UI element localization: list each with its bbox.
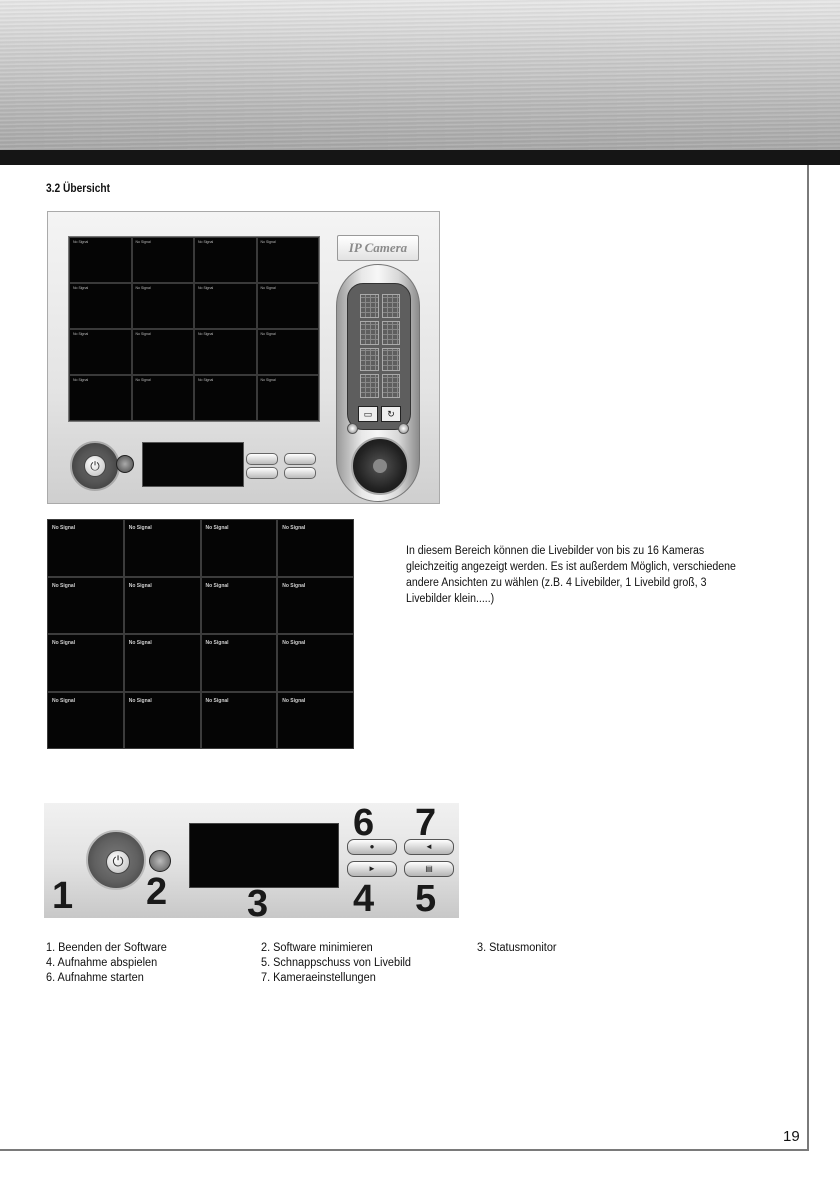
layout-panel: ▭ ↻ [347, 283, 411, 430]
play-button[interactable]: ► [347, 861, 397, 877]
video-cell[interactable]: No Signal [131, 329, 194, 375]
video-cell[interactable]: No Signal [194, 237, 257, 283]
video-cell[interactable]: No Signal [256, 375, 319, 421]
minimize-button[interactable] [116, 455, 134, 473]
layout-option[interactable] [360, 347, 379, 372]
legend-item: 2. Software minimieren [261, 942, 373, 954]
camera-cell[interactable]: No Signal [47, 634, 124, 692]
header-rule [0, 150, 840, 165]
ptz-dpad[interactable] [351, 437, 409, 495]
settings-button[interactable] [284, 453, 316, 465]
status-monitor [142, 442, 244, 487]
video-cell[interactable]: No Signal [69, 329, 132, 375]
header-banner [0, 0, 840, 150]
minimize-button[interactable] [149, 850, 171, 872]
legend-col-3: 3. Statusmonitor [477, 941, 557, 956]
callout-2: 2 [146, 871, 168, 913]
settings-button[interactable]: ◄ [404, 839, 454, 855]
layout-option[interactable] [381, 320, 400, 345]
video-cell[interactable]: No Signal [256, 237, 319, 283]
video-cell[interactable]: No Signal [194, 283, 257, 329]
video-cell[interactable]: No Signal [69, 237, 132, 283]
camera-cell[interactable]: No Signal [200, 519, 278, 577]
legend-col-2: 2. Software minimieren 5. Schnappschuss … [261, 941, 411, 986]
layout-option[interactable] [360, 294, 379, 318]
power-icon: ⏻ [106, 850, 130, 874]
camera-cell[interactable]: No Signal [200, 576, 278, 634]
video-cell[interactable]: No Signal [256, 329, 319, 375]
legend-item: 4. Aufnahme abspielen [46, 957, 158, 969]
video-cell[interactable]: No Signal [194, 375, 257, 421]
record-button[interactable]: ● [347, 839, 397, 855]
layout-option[interactable] [360, 374, 379, 398]
layout-option[interactable] [381, 374, 400, 398]
camera-cell[interactable]: No Signal [123, 634, 201, 692]
snapshot-button[interactable]: ▤ [404, 861, 454, 877]
camera-cell[interactable]: No Signal [47, 576, 124, 634]
video-cell[interactable]: No Signal [131, 237, 194, 283]
settings-icon: ◄ [425, 842, 433, 851]
camera-cell[interactable]: No Signal [277, 634, 354, 692]
app-screenshot: No Signal No Signal No Signal No Signal … [47, 211, 440, 504]
layout-option[interactable] [360, 320, 379, 345]
camera-cell[interactable]: No Signal [123, 576, 201, 634]
play-icon: ► [368, 864, 376, 873]
layout-option[interactable] [381, 294, 400, 318]
video-cell[interactable]: No Signal [69, 375, 132, 421]
refresh-icon[interactable]: ↻ [381, 406, 401, 422]
video-cell[interactable]: No Signal [194, 329, 257, 375]
record-icon: ● [369, 842, 375, 851]
brand-logo: IP Camera [337, 235, 419, 261]
legend-item: 7. Kameraeinstellungen [261, 972, 376, 984]
legend-col-1: 1. Beenden der Software 4. Aufnahme absp… [46, 941, 167, 986]
power-button[interactable]: ⏻ [70, 441, 120, 491]
app-video-grid: No Signal No Signal No Signal No Signal … [68, 236, 320, 422]
snapshot-icon: ▤ [425, 864, 433, 873]
knob-left[interactable] [347, 423, 358, 434]
page-number: 19 [783, 1128, 800, 1145]
video-cell[interactable]: No Signal [131, 283, 194, 329]
video-cell[interactable]: No Signal [131, 375, 194, 421]
callout-4: 4 [353, 878, 375, 918]
camera-cell[interactable]: No Signal [200, 634, 278, 692]
control-panel: ▭ ↻ [336, 264, 420, 502]
record-button[interactable] [246, 453, 278, 465]
layout-option[interactable] [381, 347, 400, 372]
grid-description: In diesem Bereich können die Livebilder … [406, 545, 736, 605]
callout-6: 6 [353, 803, 375, 844]
camera-cell[interactable]: No Signal [47, 519, 124, 577]
callout-3: 3 [247, 883, 269, 918]
callout-7: 7 [415, 803, 437, 844]
camera-cell[interactable]: No Signal [47, 691, 124, 749]
video-cell[interactable]: No Signal [69, 283, 132, 329]
bottom-rule [0, 1149, 809, 1151]
callout-1: 1 [52, 875, 74, 917]
status-monitor [189, 823, 339, 888]
power-icon: ⏻ [84, 455, 106, 477]
window-icon[interactable]: ▭ [358, 406, 378, 422]
video-cell[interactable]: No Signal [256, 283, 319, 329]
legend-item: 1. Beenden der Software [46, 942, 167, 954]
camera-cell[interactable]: No Signal [123, 519, 201, 577]
knob-right[interactable] [398, 423, 409, 434]
legend-item: 6. Aufnahme starten [46, 972, 144, 984]
controls-zoom: ⏻ ● ◄ ► ▤ 1 2 3 4 5 6 7 [44, 803, 459, 918]
power-button[interactable]: ⏻ [86, 830, 146, 890]
camera-cell[interactable]: No Signal [123, 691, 201, 749]
section-title: 3.2 Übersicht [46, 181, 111, 195]
legend-item: 5. Schnappschuss von Livebild [261, 957, 412, 969]
camera-cell[interactable]: No Signal [277, 519, 354, 577]
play-button[interactable] [246, 467, 278, 479]
camera-cell[interactable]: No Signal [277, 576, 354, 634]
camera-cell[interactable]: No Signal [200, 691, 278, 749]
callout-5: 5 [415, 878, 437, 918]
layout-selector [360, 294, 400, 398]
camera-grid: No Signal No Signal No Signal No Signal … [47, 519, 354, 749]
snapshot-button[interactable] [284, 467, 316, 479]
legend-item: 3. Statusmonitor [477, 942, 557, 954]
camera-cell[interactable]: No Signal [277, 691, 354, 749]
right-margin-rule [807, 165, 809, 1150]
